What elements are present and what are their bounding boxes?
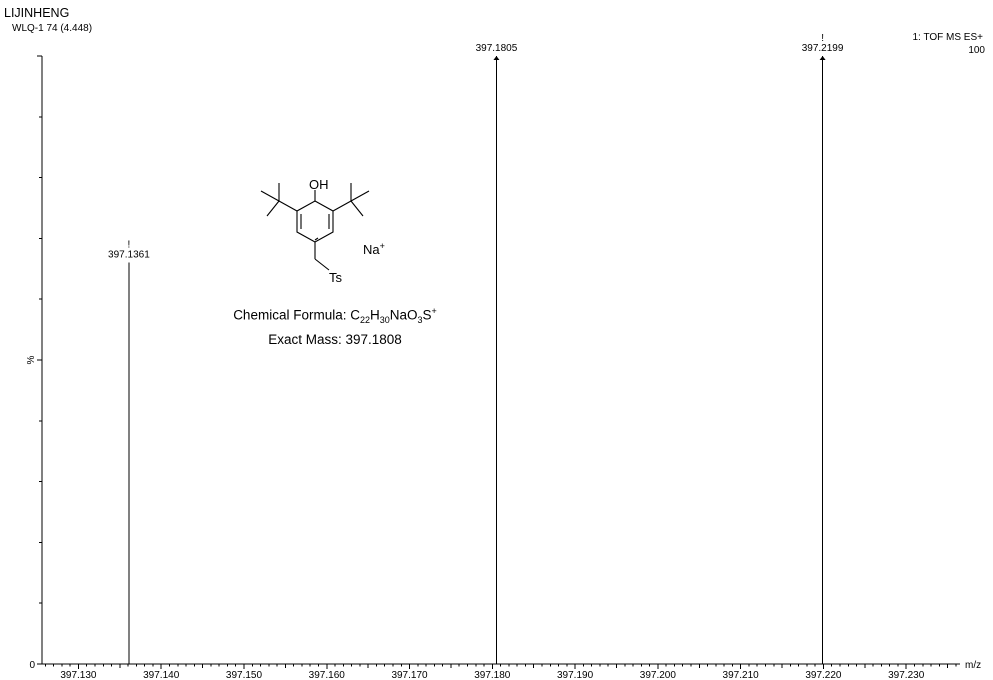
x-tick-label: 397.230 bbox=[888, 670, 925, 680]
formula-block: Chemical Formula: C22H30NaO3S+ Exact Mas… bbox=[200, 302, 470, 349]
max-intensity: 100 bbox=[968, 45, 985, 56]
hydroxyl-label: OH bbox=[309, 177, 329, 192]
sample-info: WLQ-1 74 (4.448) bbox=[12, 23, 93, 34]
scan-mode: 1: TOF MS ES+ bbox=[912, 32, 984, 43]
x-tick-label: 397.220 bbox=[805, 670, 842, 680]
peak-label: 397.1361 bbox=[108, 250, 150, 261]
peak-flag: ! bbox=[128, 240, 131, 251]
tosyl-label: Ts bbox=[329, 270, 343, 285]
x-tick-label: 397.170 bbox=[391, 670, 428, 680]
sodium-label: Na+ bbox=[363, 241, 385, 257]
operator-name: LIJINHENG bbox=[4, 6, 70, 20]
peak-top-marker bbox=[819, 56, 826, 60]
exact-mass: Exact Mass: 397.1808 bbox=[268, 332, 402, 348]
x-tick-label: 397.150 bbox=[226, 670, 263, 680]
x-tick-label: 397.210 bbox=[723, 670, 760, 680]
x-tick-label: 397.190 bbox=[557, 670, 594, 680]
x-tick-label: 397.180 bbox=[474, 670, 511, 680]
chemical-formula: Chemical Formula: C22H30NaO3S+ bbox=[233, 306, 437, 326]
x-tick-label: 397.200 bbox=[640, 670, 677, 680]
molecule-structure: OH Na+ Ts bbox=[260, 177, 385, 285]
peak-top-marker bbox=[493, 56, 500, 60]
peak-label: 397.1805 bbox=[476, 43, 518, 54]
peak-flag: ! bbox=[821, 33, 824, 44]
x-tick-label: 397.160 bbox=[309, 670, 346, 680]
x-tick-label: 397.130 bbox=[60, 670, 97, 680]
y-axis-label: % bbox=[26, 355, 37, 364]
peak-label: 397.2199 bbox=[802, 43, 844, 54]
y-tick-label: 0 bbox=[29, 660, 35, 671]
x-tick-label: 397.140 bbox=[143, 670, 180, 680]
x-axis-label: m/z bbox=[965, 660, 981, 671]
